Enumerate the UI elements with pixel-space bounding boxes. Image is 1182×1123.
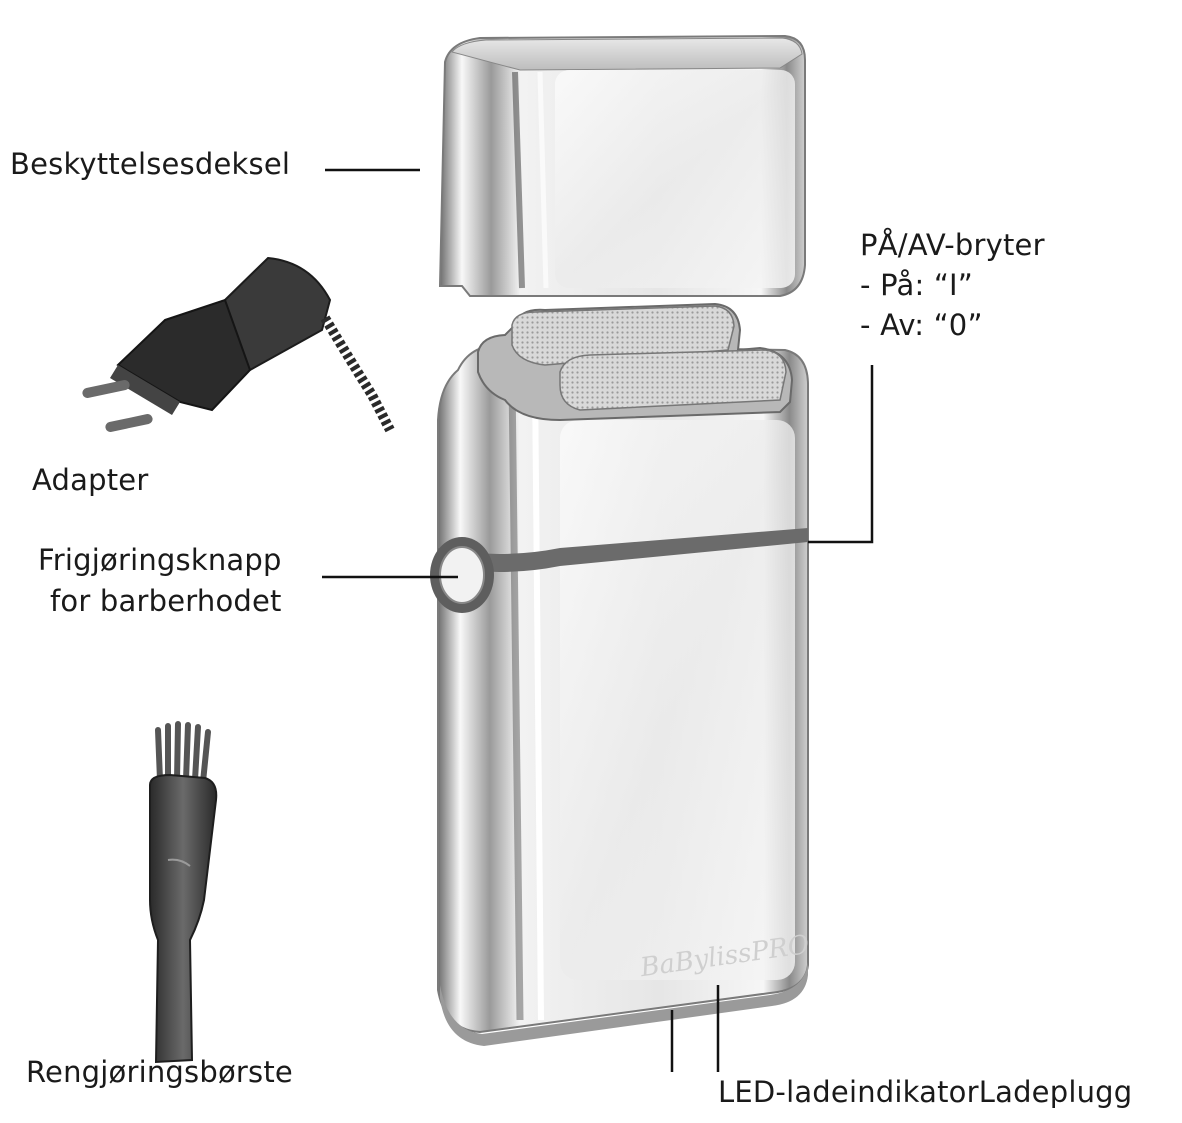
body-band: [438, 528, 808, 572]
shaver-body: BaBylissPRO: [437, 343, 811, 1034]
label-switch: PÅ/AV-bryter - På: “I” - Av: “0”: [860, 225, 1045, 345]
label-plug: Ladeplugg: [978, 1075, 1133, 1109]
label-release-line2: for barberhodet: [50, 583, 282, 618]
adapter-plug: [82, 256, 395, 433]
label-release-button: Frigjøringsknapp for barberhodet: [38, 540, 282, 621]
body-base: [440, 962, 808, 1046]
label-led-plug: LED-ladeindikatorLadeplugg: [718, 1078, 1132, 1107]
label-switch-on: - På: “I”: [860, 268, 974, 303]
label-brush: Rengjøringsbørste: [26, 1055, 293, 1089]
leader-switch: [808, 365, 874, 544]
label-switch-off: - Av: “0”: [860, 308, 983, 343]
cleaning-brush: [149, 721, 218, 1064]
label-release-line1: Frigjøringsknapp: [38, 543, 282, 577]
label-switch-title: PÅ/AV-bryter: [860, 228, 1045, 262]
label-adapter: Adapter: [32, 463, 149, 497]
label-led: LED-ladeindikator: [718, 1075, 979, 1109]
protective-cover: [438, 34, 806, 297]
foil-head: [477, 302, 794, 422]
label-cover: Beskyttelsesdeksel: [10, 147, 291, 181]
release-button: [430, 537, 494, 613]
